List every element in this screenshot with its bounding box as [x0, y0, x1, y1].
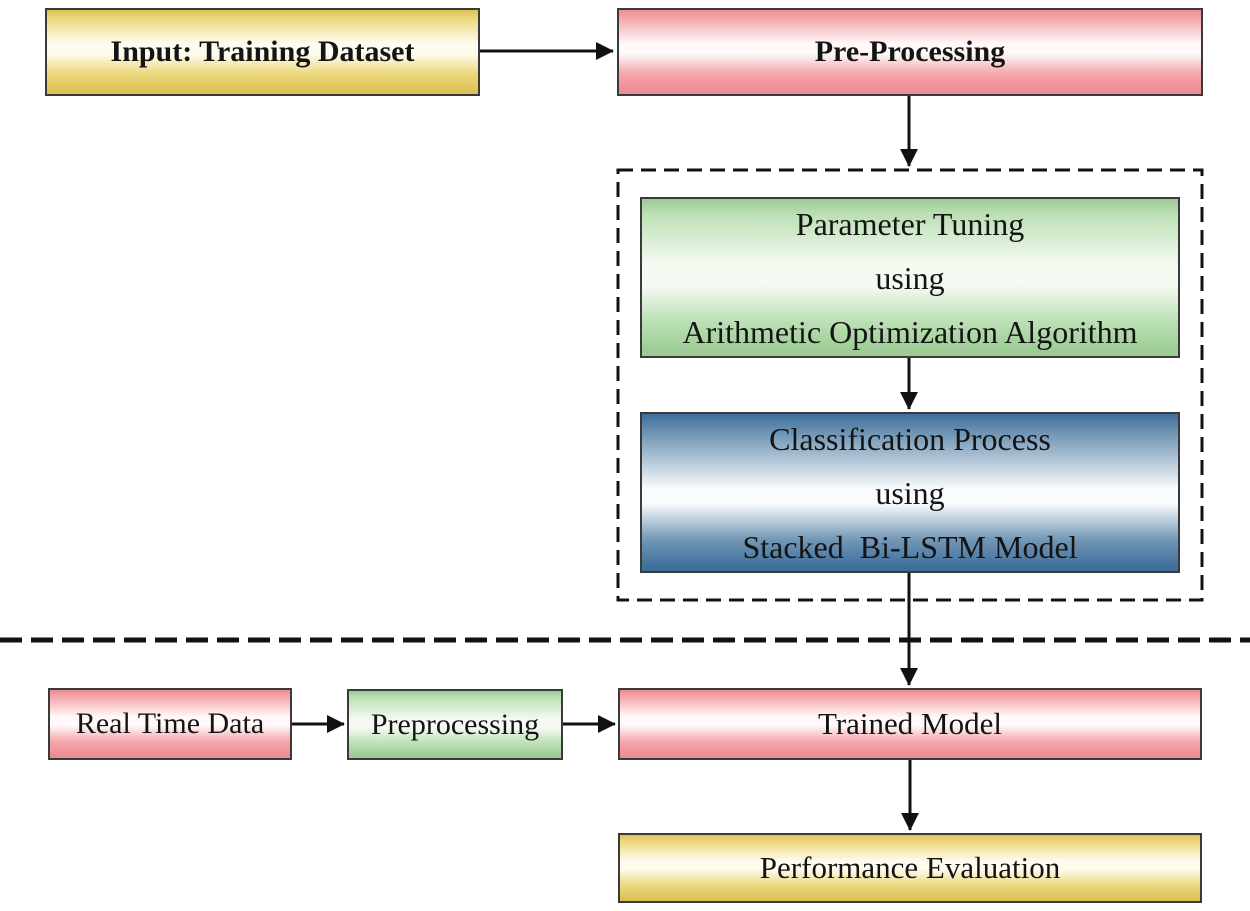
parameter-tuning-aoa-label: Parameter Tuning using Arithmetic Optimi… [682, 205, 1138, 350]
pre-processing-label: Pre-Processing [814, 35, 1006, 68]
node-pre-processing: Pre-Processing [617, 8, 1203, 96]
classification-bilstm-label: Classification Process using Stacked Bi-… [742, 420, 1078, 565]
performance-evaluation-label: Performance Evaluation [759, 850, 1061, 885]
node-trained-model: Trained Model [618, 688, 1202, 760]
trained-model-label: Trained Model [818, 706, 1002, 741]
node-real-time-data: Real Time Data [48, 688, 292, 760]
node-preprocessing-realtime: Preprocessing [347, 689, 563, 760]
node-performance-evaluation: Performance Evaluation [618, 833, 1202, 903]
input-training-dataset-label: Input: Training Dataset [110, 35, 415, 68]
preprocessing-realtime-label: Preprocessing [370, 707, 540, 741]
node-parameter-tuning-aoa: Parameter Tuning using Arithmetic Optimi… [640, 197, 1180, 358]
node-input-training-dataset: Input: Training Dataset [45, 8, 480, 96]
real-time-data-label: Real Time Data [75, 707, 265, 740]
node-classification-bilstm: Classification Process using Stacked Bi-… [640, 412, 1180, 573]
